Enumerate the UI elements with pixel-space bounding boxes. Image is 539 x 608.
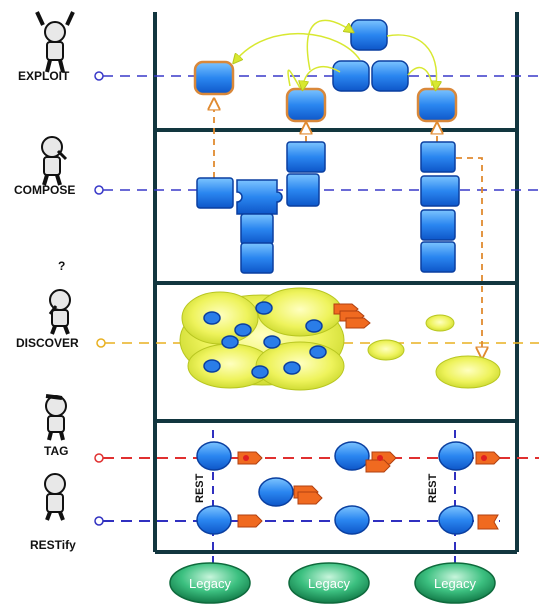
discover-tag-icons [333, 303, 371, 329]
rest-label-right: REST [427, 473, 439, 503]
legacy-label-2: Legacy [308, 576, 350, 591]
tag-dots [243, 455, 487, 461]
figure-exploit-icon [35, 11, 75, 73]
legacy-oval-1 [169, 562, 251, 604]
discover-small-clouds [367, 314, 501, 389]
layer-label-restify: RESTify [30, 538, 76, 552]
exploit-tile-2 [285, 87, 327, 123]
exploit-services [193, 60, 458, 123]
figure-compose-icon [41, 136, 68, 186]
legacy-label-1: Legacy [189, 576, 231, 591]
figure-restify-icon [44, 473, 66, 521]
legacy-oval-3 [414, 562, 496, 604]
exploit-flow-arrows [236, 19, 437, 88]
restify-line [94, 516, 500, 526]
layer-frame [153, 12, 519, 554]
layer-label-tag: TAG [44, 444, 68, 458]
legacy-systems [169, 562, 496, 604]
layer-label-compose: COMPOSE [14, 183, 75, 197]
legacy-label-3: Legacy [434, 576, 476, 591]
layer-label-discover: DISCOVER [16, 336, 79, 350]
discover-cloud-big [179, 287, 345, 391]
figure-discover-icon [48, 289, 71, 335]
compose-line [94, 185, 539, 195]
tag-service-nodes [196, 441, 474, 535]
question-mark: ? [58, 259, 65, 273]
exploit-tile-3 [416, 87, 458, 123]
tag-markers [237, 451, 501, 530]
exploit-top-cluster [332, 19, 409, 92]
rest-label-left: REST [194, 473, 206, 503]
legacy-oval-2 [288, 562, 370, 604]
layer-label-exploit: EXPLOIT [18, 69, 70, 83]
rest-vertical-lines [212, 430, 456, 580]
compose-to-exploit-arrows [214, 104, 482, 353]
discover-service-dots [203, 301, 327, 379]
exploit-tile-1 [193, 60, 235, 96]
discover-line [96, 338, 539, 348]
figure-tag-icon [45, 394, 67, 441]
exploit-line [94, 71, 539, 81]
compose-puzzle-pieces [196, 141, 460, 274]
